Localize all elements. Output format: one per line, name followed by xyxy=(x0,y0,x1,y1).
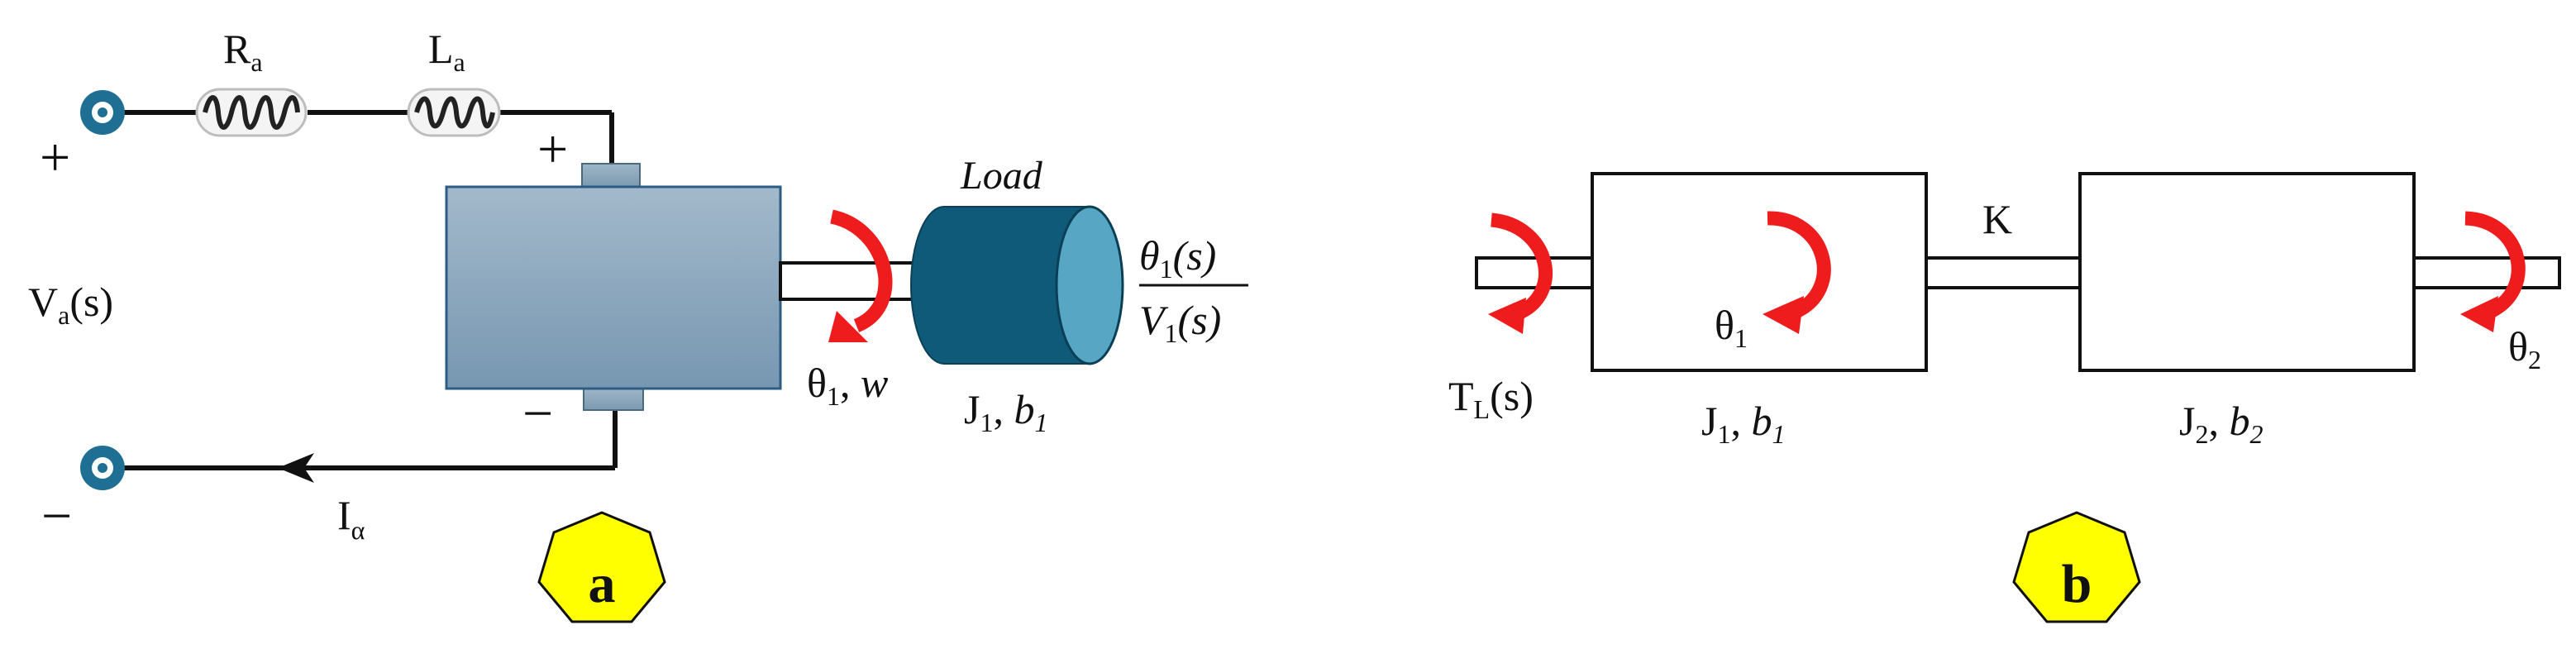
source-label: Va(s) xyxy=(28,279,113,330)
theta1-rotation-arrow-icon xyxy=(1763,211,1831,334)
plus-motor-label: + xyxy=(537,119,568,179)
resistor-label: Ra xyxy=(223,26,263,77)
terminal-bottom-icon xyxy=(80,446,125,490)
inertia2-label: J2, b2 xyxy=(2179,398,2263,449)
inductor-coil-icon xyxy=(407,88,501,137)
inertia1-label: J1, b1 xyxy=(1701,398,1785,449)
badge-a: a xyxy=(537,511,666,623)
spring-label: K xyxy=(1982,196,2012,242)
theta1-label: θ1 xyxy=(1715,302,1748,353)
badge-b: b xyxy=(2012,511,2141,623)
panel-b: TL(s) θ1 K θ2 J1, b1 J2, b2 b xyxy=(1448,172,2561,623)
badge-a-label: a xyxy=(589,554,616,614)
angle-velocity-label: θ1, w xyxy=(807,360,888,411)
circuit-wires xyxy=(121,110,618,470)
inertia-box-1 xyxy=(1591,172,1928,372)
rotation-arrow-icon xyxy=(828,209,893,342)
load-cylinder xyxy=(910,205,1124,365)
shaft-middle xyxy=(1925,256,2082,289)
motor-body xyxy=(445,163,782,411)
inductor-label: La xyxy=(428,26,465,77)
torque-label: TL(s) xyxy=(1448,373,1534,424)
plus-left-label: + xyxy=(40,127,70,188)
terminal-top-icon xyxy=(80,90,125,135)
transfer-numerator: θ1(s) xyxy=(1139,232,1216,284)
theta2-label: θ2 xyxy=(2508,323,2541,375)
resistor-coil-icon xyxy=(195,88,308,137)
panel-a: Ra La + − + − Va(s) Iα Load θ1, w J1, b1… xyxy=(28,26,1248,623)
transfer-function: θ1(s) V1(s) xyxy=(1139,232,1248,348)
inertia-box-2 xyxy=(2078,172,2416,372)
minus-motor-label: − xyxy=(522,384,553,444)
load-label: Load xyxy=(960,154,1043,198)
shaft-right xyxy=(2412,256,2561,289)
shaft-left xyxy=(1475,256,1594,289)
badge-b-label: b xyxy=(2062,554,2092,614)
torque-rotation-arrow-icon xyxy=(1488,212,1553,334)
current-arrow-icon xyxy=(278,453,314,483)
transfer-denominator: V1(s) xyxy=(1139,297,1221,348)
minus-left-label: − xyxy=(41,486,72,546)
motor-shaft xyxy=(779,261,923,301)
load-inertia-label: J1, b1 xyxy=(964,386,1047,437)
current-label: Iα xyxy=(337,492,365,545)
theta2-rotation-arrow-icon xyxy=(2460,211,2526,332)
